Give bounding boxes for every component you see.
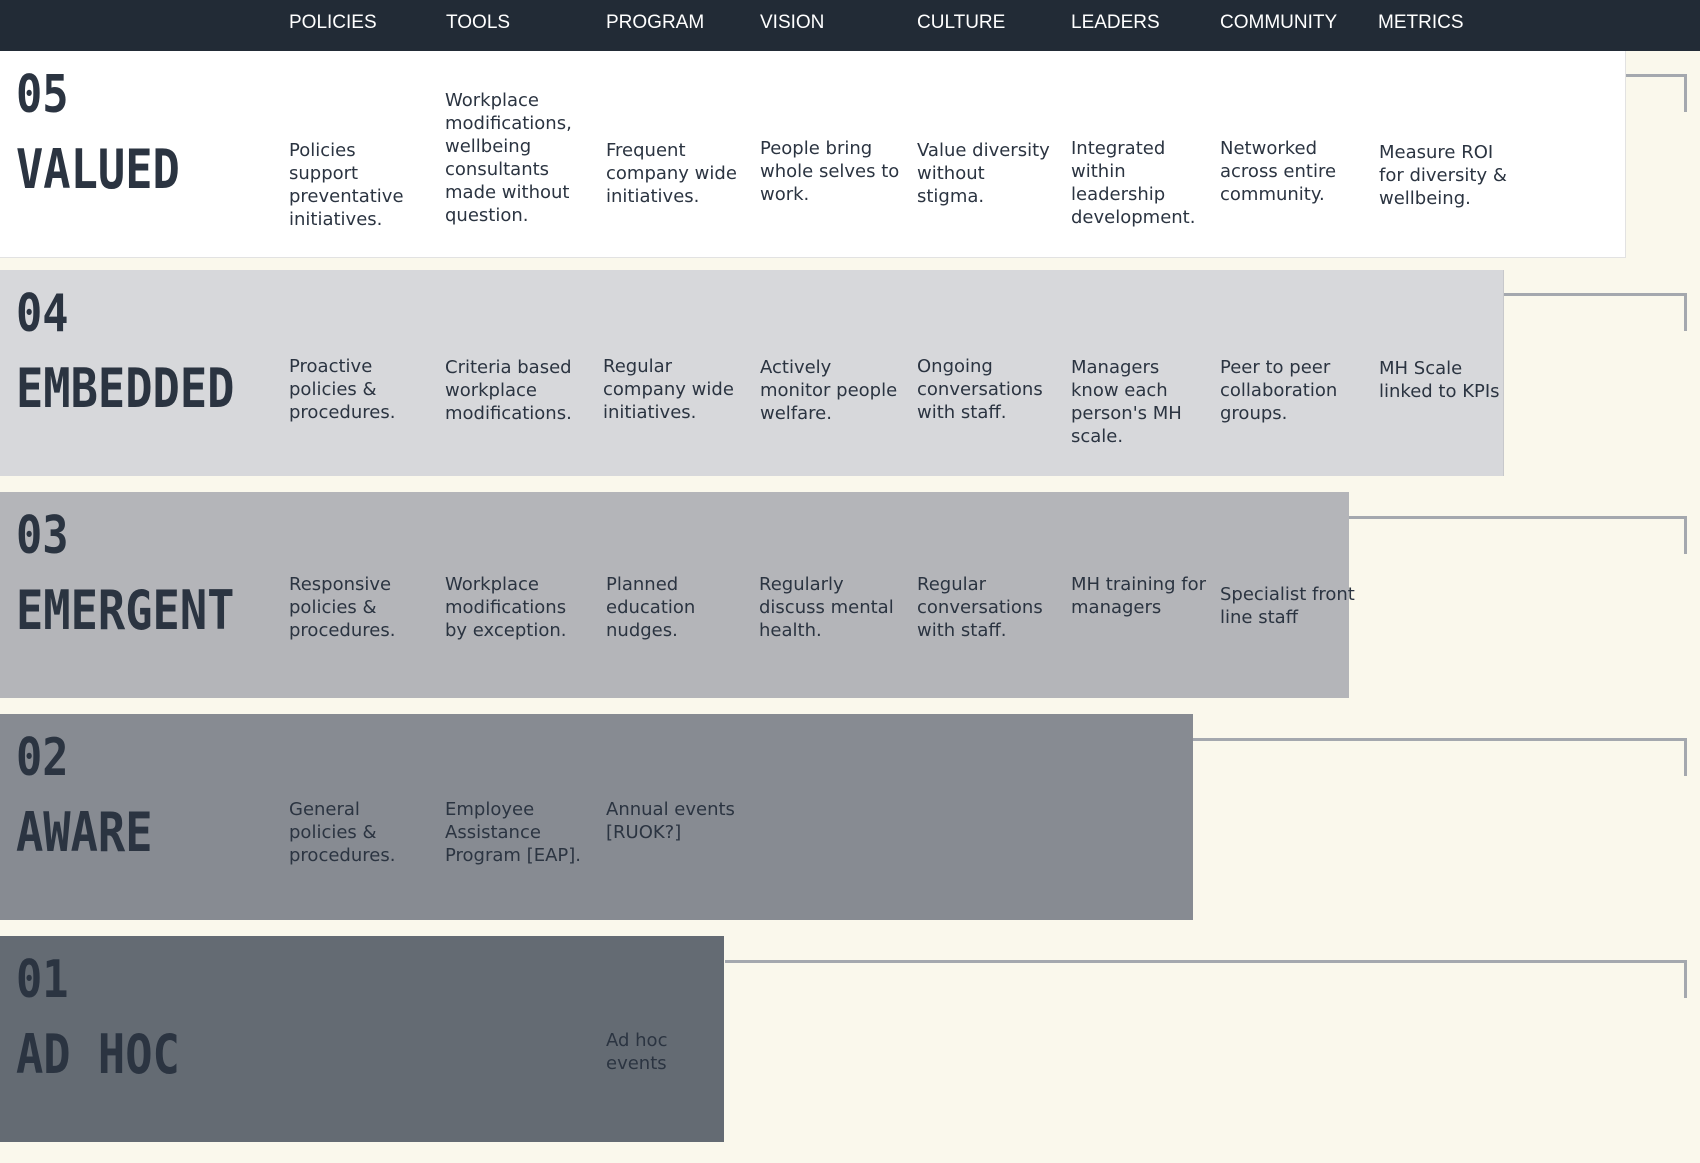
level-number: 03 bbox=[16, 506, 69, 566]
cell-tools: Employee Assistance Program [EAP]. bbox=[445, 799, 581, 866]
cell-culture: Regular conversations with staff. bbox=[917, 574, 1043, 641]
nav-culture[interactable]: CULTURE bbox=[917, 12, 1006, 33]
cell-policies: General policies & procedures. bbox=[289, 799, 396, 866]
level-number: 01 bbox=[16, 950, 69, 1010]
cell-vision: Regularly discuss mental health. bbox=[759, 574, 894, 641]
cell-policies: Responsive policies & procedures. bbox=[289, 574, 396, 641]
top-nav: POLICIES TOOLS PROGRAM VISION CULTURE LE… bbox=[0, 0, 1700, 51]
nav-leaders[interactable]: LEADERS bbox=[1071, 12, 1160, 33]
level-1-connector bbox=[725, 960, 1687, 998]
cell-program: Ad hoc events bbox=[606, 1030, 668, 1074]
level-name: EMERGENT bbox=[16, 579, 235, 642]
cell-vision: People bring whole selves to work. bbox=[760, 138, 900, 205]
cell-community: Networked across entire community. bbox=[1220, 138, 1337, 205]
level-2-connector bbox=[1193, 738, 1687, 776]
cell-program: Planned education nudges. bbox=[606, 574, 696, 641]
level-04-embedded: 04 EMBEDDED Proactive policies & procedu… bbox=[0, 270, 1504, 476]
cell-program: Frequent company wide initiatives. bbox=[606, 140, 737, 207]
nav-tools[interactable]: TOOLS bbox=[446, 12, 511, 33]
cell-tools: Workplace modifications, wellbeing consu… bbox=[445, 90, 572, 226]
level-number: 02 bbox=[16, 728, 69, 788]
level-4-connector bbox=[1502, 293, 1687, 331]
level-name: EMBEDDED bbox=[16, 357, 235, 420]
level-number: 04 bbox=[16, 284, 69, 344]
level-05-valued: 05 VALUED Policies support preventative … bbox=[0, 51, 1626, 258]
level-name: VALUED bbox=[16, 138, 180, 201]
cell-community: Specialist front line staff bbox=[1220, 584, 1355, 628]
level-3-connector bbox=[1348, 516, 1687, 554]
cell-leaders: Managers know each person's MH scale. bbox=[1071, 357, 1182, 447]
cell-vision: Actively monitor people welfare. bbox=[760, 357, 898, 424]
cell-policies: Proactive policies & procedures. bbox=[289, 356, 396, 423]
cell-metrics: MH Scale linked to KPIs bbox=[1379, 358, 1500, 402]
level-5-connector bbox=[1625, 74, 1687, 112]
cell-policies: Policies support preventative initiative… bbox=[289, 140, 404, 230]
cell-tools: Criteria based workplace modifications. bbox=[445, 357, 572, 424]
nav-metrics[interactable]: METRICS bbox=[1378, 12, 1464, 33]
level-02-aware: 02 AWARE General policies & procedures. … bbox=[0, 714, 1193, 920]
cell-program: Annual events [RUOK?] bbox=[606, 799, 735, 843]
nav-vision[interactable]: VISION bbox=[760, 12, 825, 33]
cell-metrics: Measure ROI for diversity & wellbeing. bbox=[1379, 142, 1507, 209]
nav-program[interactable]: PROGRAM bbox=[606, 12, 705, 33]
cell-culture: Ongoing conversations with staff. bbox=[917, 356, 1043, 423]
nav-policies[interactable]: POLICIES bbox=[289, 12, 377, 33]
cell-culture: Value diversity without stigma. bbox=[917, 140, 1050, 207]
cell-leaders: Integrated within leadership development… bbox=[1071, 138, 1196, 228]
cell-community: Peer to peer collaboration groups. bbox=[1220, 357, 1338, 424]
cell-tools: Workplace modifications by exception. bbox=[445, 574, 567, 641]
level-number: 05 bbox=[16, 65, 69, 125]
cell-program: Regular company wide initiatives. bbox=[603, 356, 734, 423]
level-03-emergent: 03 EMERGENT Responsive policies & proced… bbox=[0, 492, 1355, 698]
level-name: AWARE bbox=[16, 801, 153, 864]
level-01-ad-hoc: 01 AD HOC Ad hoc events bbox=[0, 936, 724, 1142]
nav-community[interactable]: COMMUNITY bbox=[1220, 12, 1338, 33]
level-name: AD HOC bbox=[16, 1023, 180, 1086]
cell-leaders: MH training for managers bbox=[1071, 574, 1206, 618]
